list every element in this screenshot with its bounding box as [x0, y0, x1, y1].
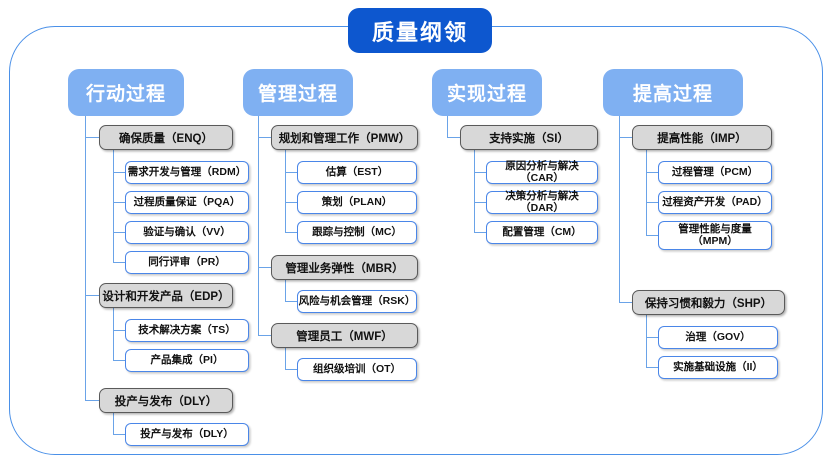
- group-box-dly[interactable]: 投产与发布（DLY）: [99, 388, 233, 413]
- leaf-box-rsk[interactable]: 风险与机会管理（RSK）: [297, 290, 417, 313]
- group-box-mbr[interactable]: 管理业务弹性（MBR）: [271, 255, 418, 280]
- leaf-box-pr[interactable]: 同行评审（PR）: [125, 251, 249, 274]
- connector-mbr-child1: [285, 301, 298, 303]
- leaf-box-pi[interactable]: 产品集成（PI）: [125, 349, 249, 372]
- connector-col1-grp2: [85, 295, 100, 297]
- subtrunk-line-mwf: [285, 348, 287, 370]
- column-header-action-process[interactable]: 行动过程: [68, 69, 184, 116]
- group-box-shp[interactable]: 保持习惯和毅力（SHP）: [632, 290, 785, 315]
- connector-pmw-child3: [285, 232, 298, 234]
- connector-shp-child1: [646, 337, 659, 339]
- connector-edp-child1: [113, 330, 126, 332]
- connector-col4-grp1: [619, 137, 633, 139]
- leaf-box-vv[interactable]: 验证与确认（VV）: [125, 221, 249, 244]
- connector-col2-grp3: [258, 335, 272, 337]
- connector-enq-child2: [113, 202, 126, 204]
- leaf-box-car[interactable]: 原因分析与解决（CAR）: [486, 160, 598, 184]
- trunk-line-col4: [619, 116, 621, 303]
- connector-si-child1: [474, 172, 487, 174]
- subtrunk-line-shp: [646, 315, 648, 367]
- leaf-box-mpm[interactable]: 管理性能与度量 （MPM）: [658, 221, 772, 250]
- subtrunk-line-dly: [113, 413, 115, 435]
- connector-si-child3: [474, 232, 487, 234]
- connector-pmw-child1: [285, 172, 298, 174]
- trunk-line-col1: [85, 116, 87, 401]
- leaf-box-cm[interactable]: 配置管理（CM）: [486, 221, 598, 244]
- group-box-edp[interactable]: 设计和开发产品（EDP）: [99, 283, 233, 308]
- leaf-box-rdm[interactable]: 需求开发与管理（RDM）: [125, 161, 249, 184]
- root-title-quality-program: 质量纲领: [348, 8, 492, 53]
- leaf-box-gov[interactable]: 治理（GOV）: [658, 326, 778, 349]
- connector-dly-child1: [113, 434, 126, 436]
- connector-imp-child3: [646, 235, 659, 237]
- connector-enq-child3: [113, 232, 126, 234]
- connector-enq-child4: [113, 262, 126, 264]
- column-header-improvement-process[interactable]: 提高过程: [603, 69, 743, 116]
- leaf-box-pad[interactable]: 过程资产开发（PAD）: [658, 191, 772, 214]
- subtrunk-line-mbr: [285, 280, 287, 302]
- connector-col1-grp3: [85, 400, 100, 402]
- leaf-box-est[interactable]: 估算（EST）: [297, 161, 417, 184]
- subtrunk-line-edp: [113, 308, 115, 360]
- connector-col3-grp1: [447, 137, 461, 139]
- connector-col2-grp1: [258, 137, 272, 139]
- leaf-box-plan[interactable]: 策划（PLAN）: [297, 191, 417, 214]
- subtrunk-line-pmw: [285, 150, 287, 232]
- connector-col1-grp1: [85, 137, 100, 139]
- leaf-box-ts[interactable]: 技术解决方案（TS）: [125, 319, 249, 342]
- leaf-box-pqa[interactable]: 过程质量保证（PQA）: [125, 191, 249, 214]
- connector-si-child2: [474, 202, 487, 204]
- connector-col2-grp2: [258, 267, 272, 269]
- group-box-enq[interactable]: 确保质量（ENQ）: [99, 125, 233, 150]
- group-box-si[interactable]: 支持实施（SI）: [460, 125, 598, 150]
- group-box-mwf[interactable]: 管理员工（MWF）: [271, 323, 418, 348]
- connector-mwf-child1: [285, 369, 298, 371]
- connector-imp-child1: [646, 172, 659, 174]
- subtrunk-line-imp: [646, 150, 648, 235]
- connector-edp-child2: [113, 360, 126, 362]
- connector-imp-child2: [646, 202, 659, 204]
- trunk-line-col2: [258, 116, 260, 336]
- connector-shp-child2: [646, 367, 659, 369]
- group-box-imp[interactable]: 提高性能（IMP）: [632, 125, 772, 150]
- connector-enq-child1: [113, 172, 126, 174]
- column-header-implementation-process[interactable]: 实现过程: [432, 69, 542, 116]
- leaf-box-pcm[interactable]: 过程管理（PCM）: [658, 161, 772, 184]
- leaf-box-dar[interactable]: 决策分析与解决（DAR）: [486, 190, 598, 214]
- column-header-management-process[interactable]: 管理过程: [243, 69, 353, 116]
- leaf-box-ot[interactable]: 组织级培训（OT）: [297, 358, 417, 381]
- leaf-box-ii[interactable]: 实施基础设施（II）: [658, 356, 778, 379]
- group-box-pmw[interactable]: 规划和管理工作（PMW）: [271, 125, 418, 150]
- trunk-line-col3: [447, 116, 449, 138]
- connector-col4-grp2: [619, 302, 633, 304]
- connector-pmw-child2: [285, 202, 298, 204]
- leaf-box-mc[interactable]: 跟踪与控制（MC）: [297, 221, 417, 244]
- leaf-box-dly-child[interactable]: 投产与发布（DLY）: [125, 423, 249, 446]
- subtrunk-line-si: [474, 150, 476, 232]
- subtrunk-line-enq: [113, 150, 115, 262]
